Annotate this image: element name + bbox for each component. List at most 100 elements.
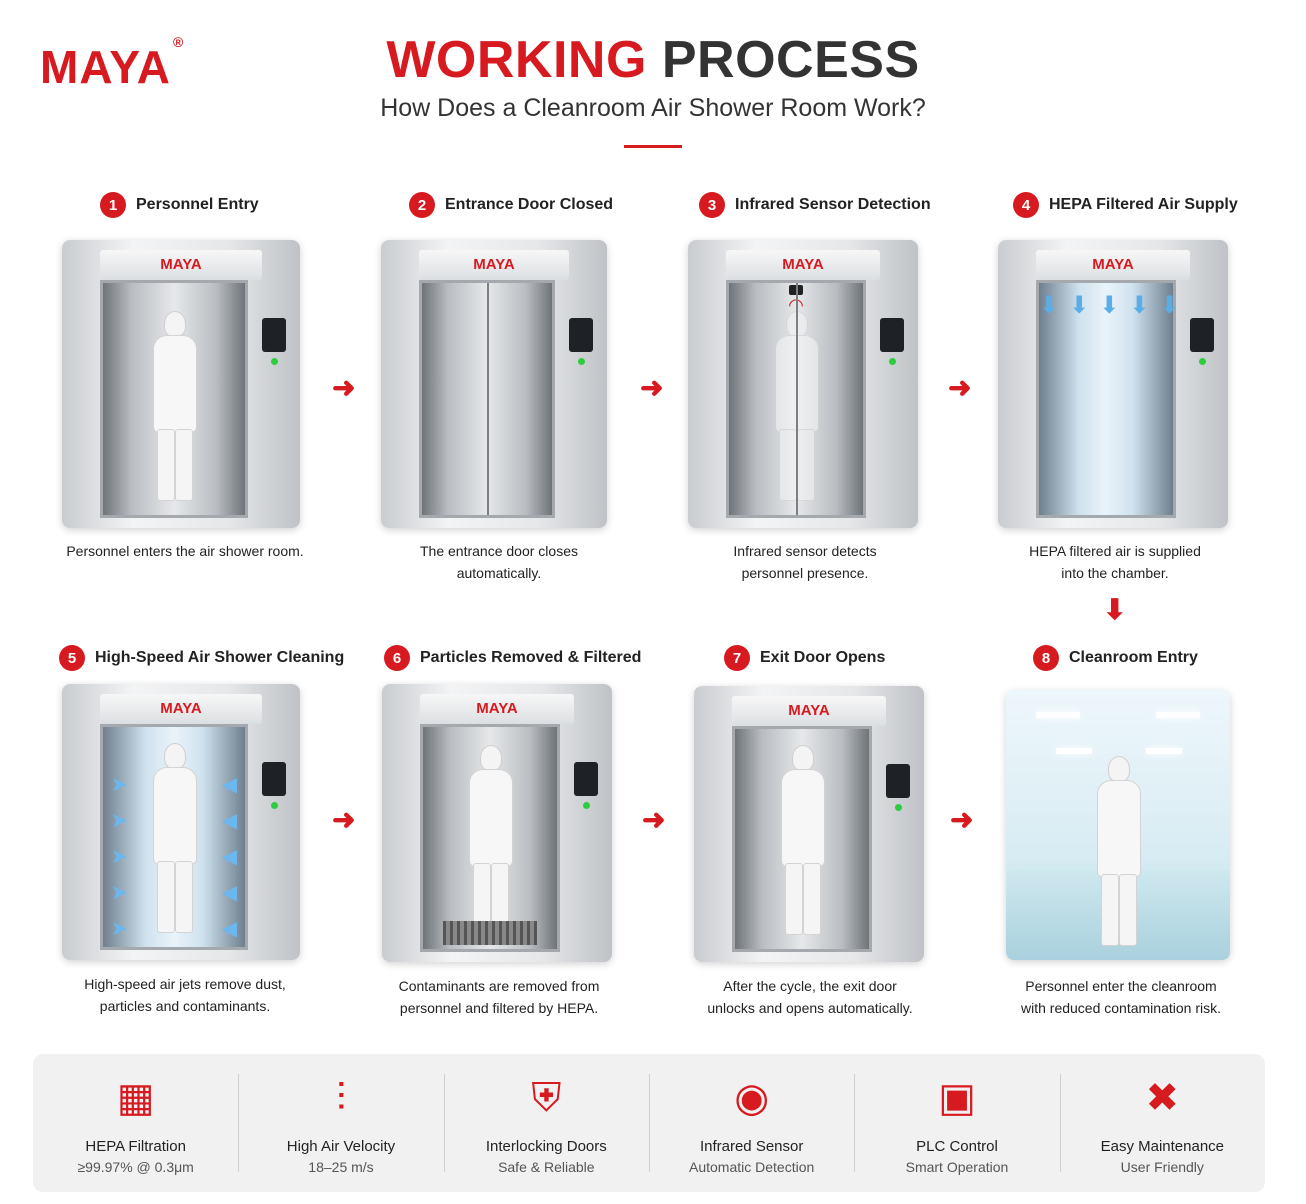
air-shower-chamber: ➤➤➤➤➤ ◀◀◀◀◀ (100, 724, 248, 950)
step-6-caption: Contaminants are removed from personnel … (398, 978, 600, 1016)
airflow-icon: ⫶ (335, 1076, 346, 1120)
status-led (895, 804, 902, 811)
step-7-caption: After the cycle, the exit door unlocks a… (707, 978, 913, 1016)
title-highlight: WORKING (386, 31, 647, 89)
step-3-heading: 3 Infrared Sensor Detection (699, 192, 931, 218)
cleanroom-person (145, 311, 203, 501)
air-jet-icon: ➤➤➤➤➤ (111, 774, 128, 940)
control-panel (569, 318, 593, 352)
status-led (271, 358, 278, 365)
step-number: 2 (409, 192, 435, 218)
panel-logo: MAYA (100, 694, 262, 724)
step-title: High-Speed Air Shower Cleaning (95, 649, 345, 666)
step-5-caption: High-speed air jets remove dust, particl… (84, 976, 286, 1014)
feature-infrared-sensor: ◉ Infrared Sensor Automatic Detection (648, 1054, 854, 1192)
step-number: 5 (59, 645, 85, 671)
status-led (1199, 358, 1206, 365)
step-7-heading: 7 Exit Door Opens (724, 645, 885, 671)
hepa-chamber: ⬇⬇⬇⬇⬇ (1036, 280, 1190, 518)
step-4-caption: HEPA filtered air is supplied into the c… (1029, 543, 1201, 581)
cleanroom-person (461, 745, 519, 935)
step-2-image: MAYA (381, 240, 607, 528)
feature-name: Easy Maintenance (1100, 1138, 1224, 1155)
feature-name: Infrared Sensor (699, 1138, 804, 1155)
page-subtitle: How Does a Cleanroom Air Shower Room Wor… (380, 94, 926, 122)
infrared-sensor-icon (789, 285, 803, 295)
step-8-heading: 8 Cleanroom Entry (1033, 645, 1198, 671)
panel-logo: MAYA (732, 696, 886, 726)
step-number: 7 (724, 645, 750, 671)
feature-desc: Smart Operation (905, 1159, 1009, 1175)
sensor-icon: ◉ (734, 1076, 770, 1120)
arrow-down-icon: ⬇ (1103, 594, 1127, 625)
feature-name: HEPA Filtration (85, 1138, 186, 1155)
arrow-right-icon: ➜ (948, 372, 972, 403)
feature-interlocking-doors: ⛨ Interlocking Doors Safe & Reliable (443, 1054, 649, 1192)
step-8-image (1006, 690, 1230, 960)
tools-icon: ✖ (1145, 1076, 1180, 1120)
cleanroom-person (145, 743, 203, 933)
step-title: HEPA Filtered Air Supply (1049, 196, 1238, 213)
control-panel (262, 762, 286, 796)
panel-logo: MAYA (420, 694, 574, 724)
shield-icon: ⛨ (531, 1076, 562, 1120)
feature-easy-maintenance: ✖ Easy Maintenance User Friendly (1059, 1054, 1265, 1192)
closed-double-door (419, 280, 555, 518)
feature-plc-control: ▣ PLC Control Smart Operation (854, 1054, 1059, 1192)
feature-name: PLC Control (916, 1138, 998, 1155)
chip-icon: ▣ (938, 1076, 976, 1120)
step-1-image: MAYA (62, 240, 300, 528)
title-divider (624, 145, 682, 148)
status-led (583, 802, 590, 809)
cleanroom-person (767, 311, 825, 501)
features-bar: ▦ HEPA Filtration ≥99.97% @ 0.3μm ⫶ High… (33, 1054, 1265, 1192)
cleanroom-person (773, 745, 831, 935)
air-jet-icon: ◀◀◀◀◀ (221, 774, 237, 940)
open-doorway (100, 280, 248, 518)
feature-name: Interlocking Doors (485, 1138, 607, 1155)
step-7-image: MAYA (694, 686, 924, 962)
step-5-heading: 5 High-Speed Air Shower Cleaning (59, 645, 344, 671)
panel-logo: MAYA (100, 250, 262, 280)
feature-desc: Automatic Detection (689, 1159, 815, 1175)
control-panel (574, 762, 598, 796)
arrow-right-icon: ➜ (642, 804, 666, 835)
arrow-right-icon: ➜ (640, 372, 664, 403)
cleanroom-person (1089, 756, 1147, 946)
step-6-image: MAYA (382, 684, 612, 962)
feature-hepa-filtration: ▦ HEPA Filtration ≥99.97% @ 0.3μm (33, 1054, 238, 1192)
air-flow-icon: ⬇⬇⬇⬇⬇ (1039, 292, 1190, 319)
feature-air-velocity: ⫶ High Air Velocity 18–25 m/s (238, 1054, 443, 1192)
control-panel (1190, 318, 1214, 352)
step-3-image: MAYA ◠ (688, 240, 918, 528)
step-4-heading: 4 HEPA Filtered Air Supply (1013, 192, 1238, 218)
control-panel (880, 318, 904, 352)
title-rest: PROCESS (661, 31, 920, 89)
step-number: 8 (1033, 645, 1059, 671)
floor-grate (443, 921, 537, 945)
feature-name: High Air Velocity (286, 1138, 396, 1155)
step-2-caption: The entrance door closes automatically. (420, 543, 578, 581)
step-title: Entrance Door Closed (445, 196, 614, 213)
feature-desc: Safe & Reliable (498, 1159, 595, 1175)
panel-logo: MAYA (1036, 250, 1190, 280)
arrow-right-icon: ➜ (332, 804, 356, 835)
filter-chamber (420, 724, 560, 952)
filter-icon: ▦ (116, 1076, 155, 1120)
step-title: Particles Removed & Filtered (420, 649, 642, 666)
arrow-right-icon: ➜ (332, 372, 356, 403)
step-title: Personnel Entry (136, 196, 259, 213)
step-1-heading: 1 Personnel Entry (100, 192, 259, 218)
step-number: 4 (1013, 192, 1039, 218)
glass-door: ◠ (726, 280, 866, 518)
control-panel (262, 318, 286, 352)
step-6-heading: 6 Particles Removed & Filtered (384, 645, 641, 671)
exit-doorway (732, 726, 872, 952)
status-led (578, 358, 585, 365)
status-led (271, 802, 278, 809)
panel-logo: MAYA (419, 250, 569, 280)
panel-logo: MAYA (726, 250, 880, 280)
step-number: 6 (384, 645, 410, 671)
step-title: Infrared Sensor Detection (735, 196, 931, 213)
brand-logo: MAYA® (40, 34, 185, 93)
